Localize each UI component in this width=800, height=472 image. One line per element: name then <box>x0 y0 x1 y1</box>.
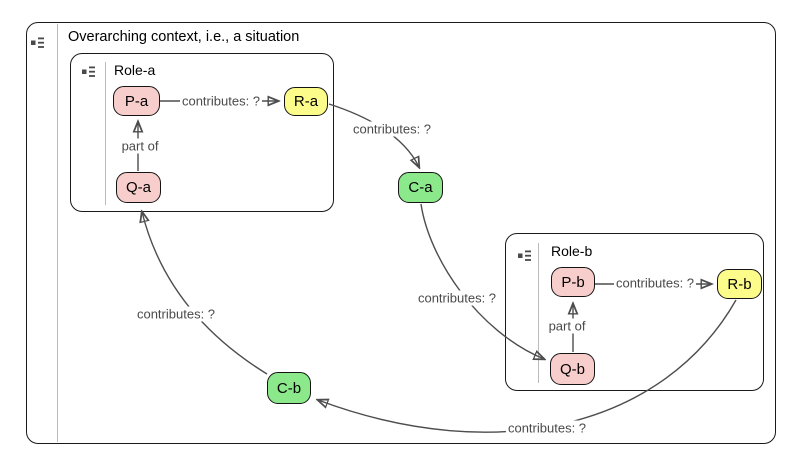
compartment-list-icon <box>518 250 531 261</box>
node-r-b[interactable]: R-b <box>717 269 762 299</box>
edge-label-pb-rb: contributes: ? <box>613 275 697 291</box>
role-b-container[interactable] <box>505 233 764 391</box>
role-a-title: Role-a <box>114 62 156 78</box>
context-title-divider <box>57 24 58 442</box>
node-q-b[interactable]: Q-b <box>550 353 595 385</box>
edge-cb-qa <box>142 212 268 375</box>
node-p-a[interactable]: P-a <box>113 86 160 116</box>
context-title: Overarching context, i.e., a situation <box>68 29 300 45</box>
node-p-b[interactable]: P-b <box>551 267 595 297</box>
edge-label-qa-pa: part of <box>119 138 161 154</box>
edge-label-pa-ra: contributes: ? <box>179 93 263 109</box>
edge-label-ra-ca: contributes: ? <box>350 121 434 137</box>
role-b-title-divider <box>538 243 539 383</box>
edge-ca-qb <box>420 203 544 359</box>
role-a-title-divider <box>105 62 106 205</box>
role-a-container[interactable] <box>70 53 334 212</box>
node-r-a[interactable]: R-a <box>284 87 328 116</box>
edge-label-cb-qa: contributes: ? <box>134 306 218 322</box>
node-q-a[interactable]: Q-a <box>116 172 161 203</box>
role-b-title: Role-b <box>551 243 593 259</box>
edge-rb-cb <box>318 299 737 433</box>
compartment-list-icon <box>31 37 44 48</box>
node-c-a[interactable]: C-a <box>398 172 443 203</box>
edge-label-rb-cb: contributes: ? <box>505 420 589 436</box>
edge-label-qb-pb: part of <box>546 318 588 334</box>
compartment-list-icon <box>82 66 95 77</box>
node-c-b[interactable]: C-b <box>267 372 311 404</box>
edge-label-ca-qb: contributes: ? <box>415 290 499 306</box>
